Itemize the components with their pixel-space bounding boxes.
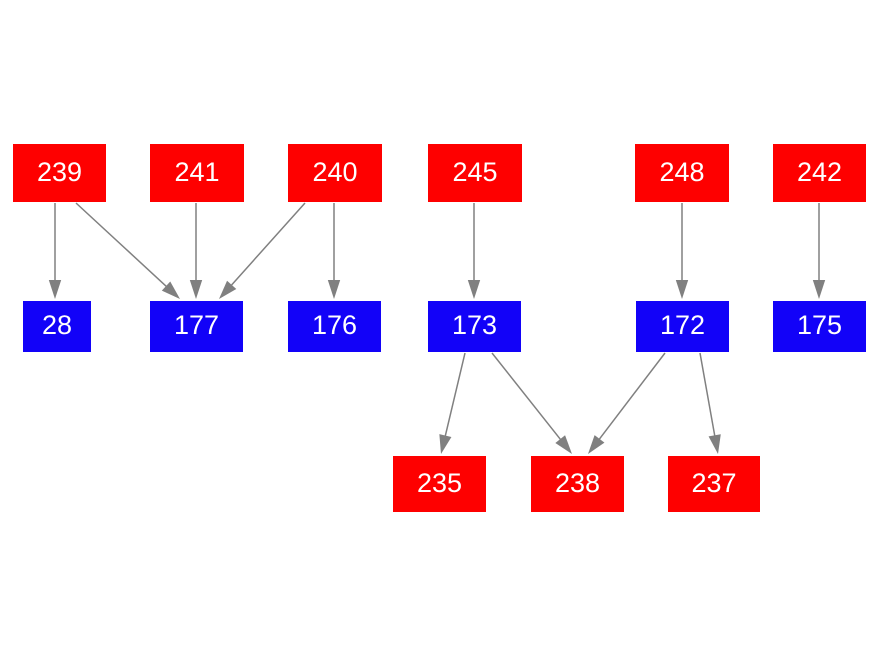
graph-node-235[interactable]: 235	[393, 456, 486, 512]
arrowhead-icon	[327, 280, 341, 299]
graph-edge-242-to-175	[812, 203, 826, 299]
graph-node-label: 239	[36, 156, 83, 187]
graph-node-label: 242	[796, 156, 843, 187]
graph-edge-172-to-238	[588, 352, 666, 454]
arrowhead-icon	[161, 281, 180, 299]
graph-node-label: 172	[659, 310, 706, 340]
graph-node-172[interactable]: 172	[636, 301, 729, 352]
graph-node-label: 238	[554, 467, 601, 498]
graph-node-242[interactable]: 242	[773, 144, 866, 202]
graph-node-28[interactable]: 28	[23, 301, 91, 352]
graph-edge-240-to-176	[327, 203, 341, 299]
graph-node-label: 245	[452, 156, 498, 187]
edge-line	[75, 202, 169, 289]
graph-edge-239-to-28	[48, 203, 62, 299]
edge-line	[443, 352, 466, 439]
graph-edge-173-to-238	[491, 352, 572, 454]
graph-node-175[interactable]: 175	[773, 301, 866, 352]
arrowhead-icon	[708, 434, 721, 454]
arrowhead-icon	[588, 435, 605, 454]
graph-edge-240-to-177	[219, 202, 306, 299]
arrowhead-icon	[675, 280, 689, 299]
arrowhead-icon	[439, 434, 452, 454]
graph-node-173[interactable]: 173	[428, 301, 521, 352]
graph-node-label: 175	[796, 310, 843, 340]
graph-node-238[interactable]: 238	[531, 456, 624, 512]
graph-edge-241-to-177	[189, 203, 203, 299]
graph-edge-172-to-237	[699, 352, 721, 454]
graph-node-239[interactable]: 239	[13, 144, 106, 202]
arrowhead-icon	[48, 280, 62, 299]
edge-line	[597, 352, 666, 442]
graph-node-label: 237	[691, 467, 737, 498]
graph-node-248[interactable]: 248	[635, 144, 729, 202]
arrowhead-icon	[219, 280, 237, 299]
graph-node-label: 173	[451, 310, 498, 340]
edge-line	[491, 352, 563, 442]
graph-node-label: 176	[311, 310, 358, 340]
arrowhead-icon	[812, 280, 826, 299]
graph-node-label: 177	[173, 310, 220, 340]
graph-node-237[interactable]: 237	[668, 456, 760, 512]
graph-node-245[interactable]: 245	[428, 144, 522, 202]
arrowhead-icon	[555, 435, 572, 454]
graph-node-176[interactable]: 176	[288, 301, 381, 352]
graph-node-label: 241	[174, 156, 220, 187]
graph-edge-248-to-172	[675, 203, 689, 299]
graph-node-label: 235	[416, 467, 463, 498]
graph-edge-245-to-173	[467, 203, 481, 299]
graph-node-label: 28	[41, 310, 73, 340]
edge-line	[699, 352, 716, 439]
arrowhead-icon	[189, 280, 203, 299]
graph-node-241[interactable]: 241	[150, 144, 244, 202]
graph-edge-173-to-235	[439, 352, 466, 454]
graph-edge-239-to-177	[75, 202, 180, 299]
graph-node-label: 248	[659, 156, 705, 187]
edge-line	[229, 202, 306, 288]
graph-node-label: 240	[312, 156, 358, 187]
arrowhead-icon	[467, 280, 481, 299]
graph-node-177[interactable]: 177	[150, 301, 243, 352]
graph-node-240[interactable]: 240	[288, 144, 382, 202]
